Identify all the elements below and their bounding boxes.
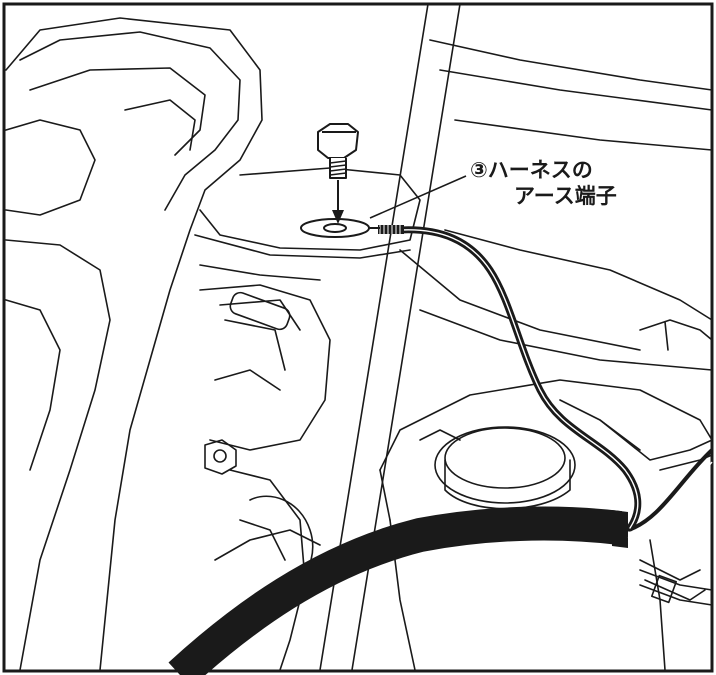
main-harness [168,506,623,675]
bolt-icon [317,123,359,179]
middle-bracket [199,284,331,451]
hose-clamp [639,569,713,606]
mount-plate [194,167,421,281]
right-panels [399,39,713,371]
hex-nut [204,439,237,475]
left-body-panel [5,17,263,671]
ring-terminal [300,218,380,238]
install-arrow [332,180,344,224]
callout-label-line2: アース端子 [514,184,617,208]
earth-terminal-crimp [378,225,404,234]
harness-end [612,510,628,548]
right-wire [627,448,714,532]
callout-label-line1: ③ハーネスの [470,158,593,182]
callout-leader-line [369,175,467,219]
